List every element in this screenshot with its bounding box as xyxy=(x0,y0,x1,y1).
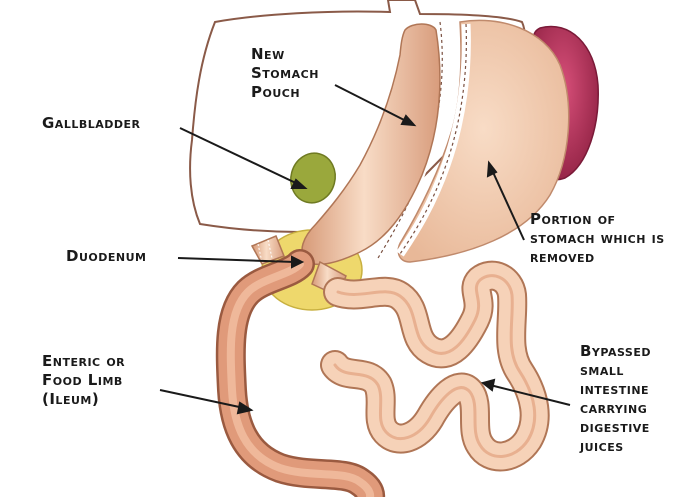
pointer-new-stomach-pouch xyxy=(334,84,411,124)
pointer-duodenum xyxy=(177,257,296,263)
duodenal-stump xyxy=(250,235,285,265)
label-duodenum: Duodenum xyxy=(66,247,147,265)
staple-line-outer xyxy=(396,23,471,257)
gallbladder xyxy=(290,152,336,204)
enteric-food-limb xyxy=(215,249,386,497)
pointer-bypassed-intestine xyxy=(489,384,571,406)
pointer-gallbladder xyxy=(179,127,301,186)
label-portion-removed: Portion of stomach which is removed xyxy=(530,210,665,266)
label-gallbladder: Gallbladder xyxy=(42,114,141,132)
pointer-lines xyxy=(159,84,571,415)
pointer-removed-portion xyxy=(491,169,525,241)
label-bypassed-intestine: Bypassed small intestine carrying digest… xyxy=(580,342,651,455)
label-new-stomach-pouch: New Stomach Pouch xyxy=(251,45,319,101)
pointer-enteric-limb xyxy=(159,389,245,409)
bypassed-small-intestine xyxy=(320,260,550,472)
label-enteric-limb: Enteric or Food Limb (Ileum) xyxy=(42,352,126,408)
